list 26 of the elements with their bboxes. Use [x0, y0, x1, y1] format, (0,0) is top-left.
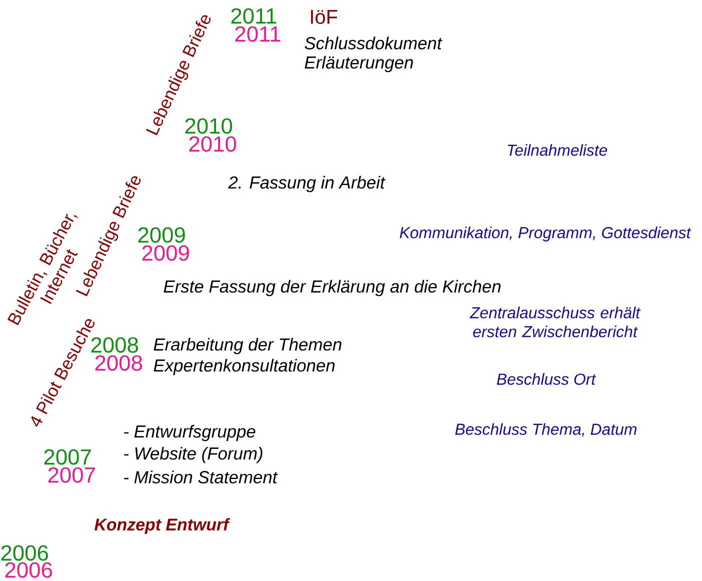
milestone-text: Erläuterungen: [304, 56, 413, 72]
decision-text: Teilnahmeliste: [508, 144, 608, 156]
year-shadow: 2010: [189, 136, 236, 152]
year-label: 2006: [1, 545, 48, 561]
milestone-text: Erste Fassung der Erklärung an die Kirchen: [164, 280, 501, 296]
year-label: 2007: [44, 449, 91, 465]
year-shadow: 2011: [235, 26, 280, 42]
year-shadow: 2008: [95, 355, 142, 371]
decision-text: Beschluss Ort: [496, 373, 596, 385]
phase-label: Konzept Entwurf: [94, 518, 230, 534]
year-shadow: 2006: [5, 562, 52, 578]
milestone-text: - Entwurfsgruppe: [124, 424, 256, 442]
milestone-text: - Mission Statement: [124, 470, 278, 484]
year-shadow: 2009: [142, 245, 189, 261]
year-shadow: 2007: [48, 467, 95, 483]
milestone-text: Expertenkonsultationen: [154, 358, 335, 376]
decision-text: Kommunikation, Programm, Gottesdienst: [400, 226, 692, 242]
year-label: 2009: [138, 227, 185, 243]
milestone-text: Erarbeitung der Themen: [154, 338, 342, 354]
milestone-text: Schlussdokument: [304, 36, 442, 50]
milestone-text: 2. Fassung in Arbeit: [228, 176, 386, 192]
year-label: 2011: [231, 8, 276, 24]
event-label: IöF: [311, 10, 338, 24]
decision-text: Beschluss Thema, Datum: [455, 423, 636, 437]
decision-text: Zentralausschuss erhält ersten Zwischenbericht: [470, 306, 641, 338]
milestone-text: - Website (Forum): [124, 446, 262, 464]
